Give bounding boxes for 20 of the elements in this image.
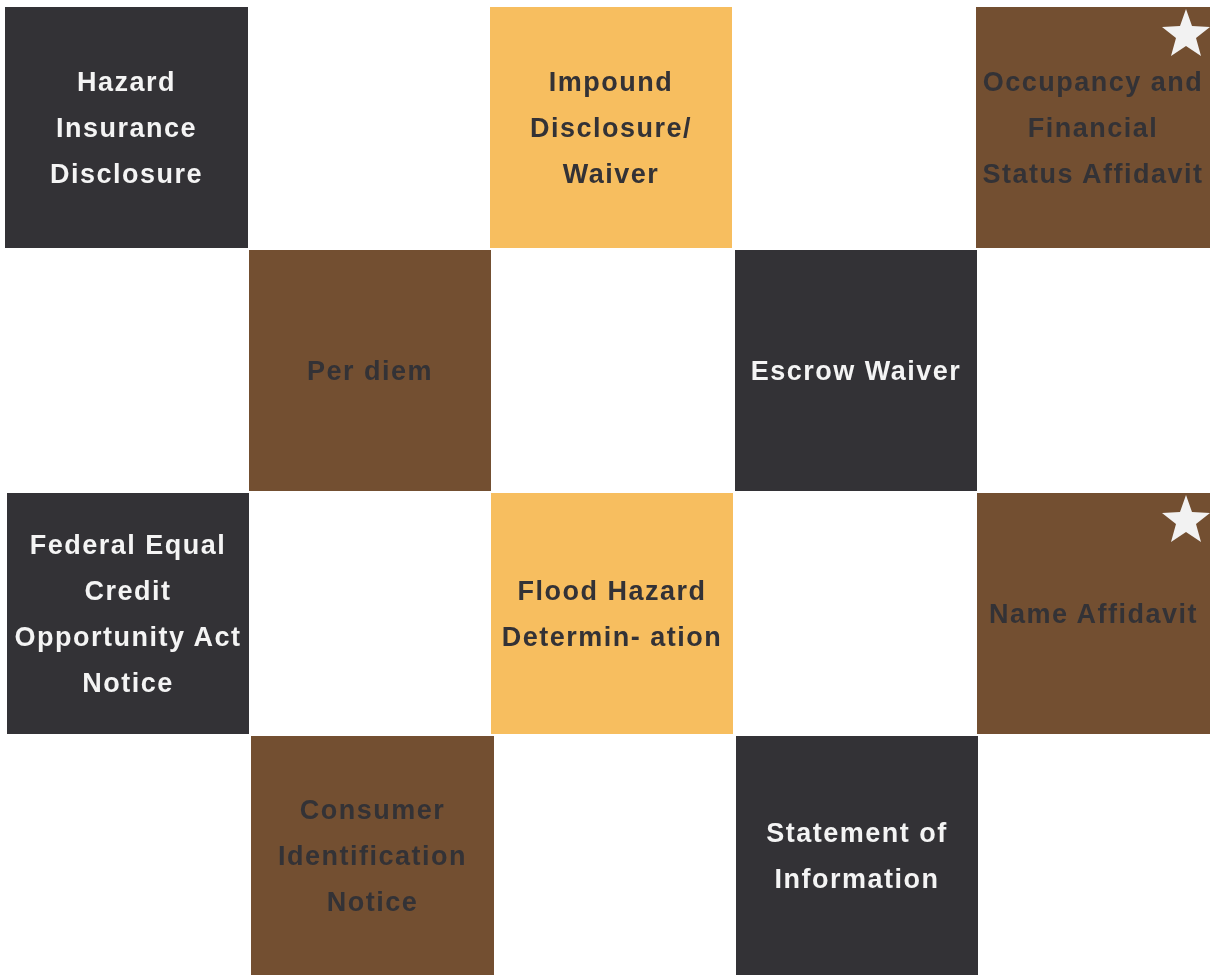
tile-label: Escrow Waiver [750, 354, 962, 388]
tile [491, 493, 733, 734]
tile [735, 250, 977, 491]
tile-label: Hazard Insurance Disclosure [48, 65, 205, 191]
tile [490, 7, 732, 248]
tile [7, 493, 249, 734]
tile [736, 736, 978, 975]
tile-label: Name Affidavit [988, 597, 1198, 631]
tile [251, 736, 494, 975]
tile-label: Federal Equal Credit Opportunity Act Notice [13, 528, 243, 700]
tile [249, 250, 491, 491]
tile-label: Occupancy and Financial Status Affidavit [981, 65, 1205, 191]
tile [5, 7, 248, 248]
tile-label: Flood Hazard Determin- ation [500, 574, 724, 654]
tile-label: Impound Disclosure/ Waiver [528, 65, 694, 191]
tile-label: Statement of Information [765, 816, 949, 896]
tile [976, 7, 1210, 248]
tile-label: Consumer Identification Notice [277, 793, 468, 919]
tile [977, 493, 1210, 734]
tile-label: Per diem [306, 354, 434, 388]
